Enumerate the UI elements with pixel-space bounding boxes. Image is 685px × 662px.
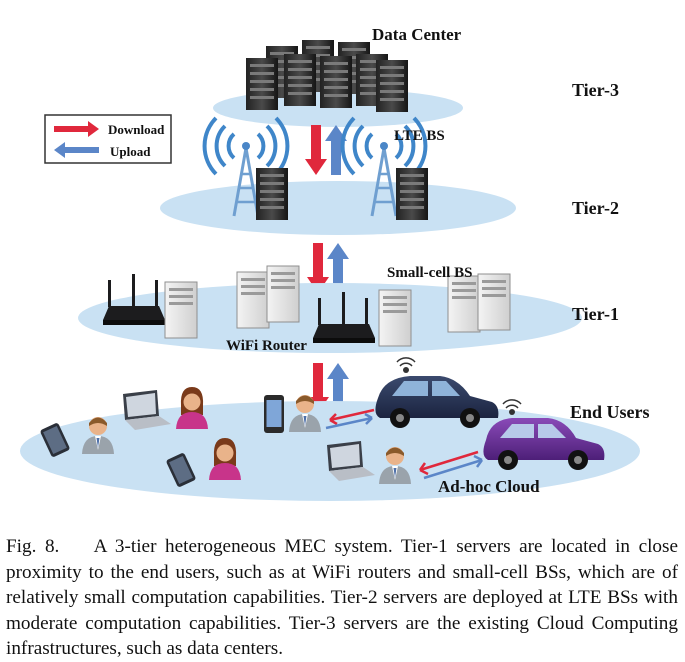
tier3-label: Tier-3 [572, 80, 619, 100]
caption-text: A 3-tier heterogeneous MEC system. Tier-… [6, 536, 678, 659]
legend-download-label: Download [108, 122, 165, 137]
small-cell-server-middle-icon [236, 271, 270, 329]
server-tower-right-icon [477, 273, 511, 331]
download-arrow-tier3-2 [305, 125, 327, 175]
end-users-label: End Users [570, 402, 650, 422]
server-tower-middle-icon [266, 265, 300, 323]
figure-caption: Fig. 8. A 3-tier heterogeneous MEC syste… [6, 534, 678, 662]
legend-box [44, 114, 172, 164]
data-center-icon [246, 40, 408, 112]
legend-upload-arrow [54, 142, 99, 158]
server-tower-center-icon [378, 289, 412, 347]
adhoc-cloud-label: Ad-hoc Cloud [438, 477, 540, 496]
data-center-label: Data Center [372, 25, 462, 44]
mec-diagram: Data Center Tier-3 Download Upload LTE B… [20, 25, 650, 501]
smartphone-icon [264, 395, 284, 433]
tier2-label: Tier-2 [572, 198, 619, 218]
small-cell-bs-label: Small-cell BS [387, 265, 472, 281]
car-purple-icon [483, 399, 605, 470]
wifi-router-label: WiFi Router [226, 338, 307, 354]
wifi-router-left-icon [103, 274, 165, 325]
phone-car-link [325, 408, 375, 430]
tier2-platform [160, 181, 516, 235]
server-tower-left-icon [164, 281, 198, 339]
tier1-label: Tier-1 [572, 304, 619, 324]
legend-upload-label: Upload [110, 144, 151, 159]
legend-download-arrow [54, 121, 99, 137]
figure-number: Fig. 8. [6, 536, 60, 557]
small-cell-server-right-icon [447, 275, 481, 333]
car-top-icon [375, 357, 499, 428]
lte-bs-label: LTE BS [394, 128, 445, 144]
laptop-car-link [418, 450, 484, 480]
